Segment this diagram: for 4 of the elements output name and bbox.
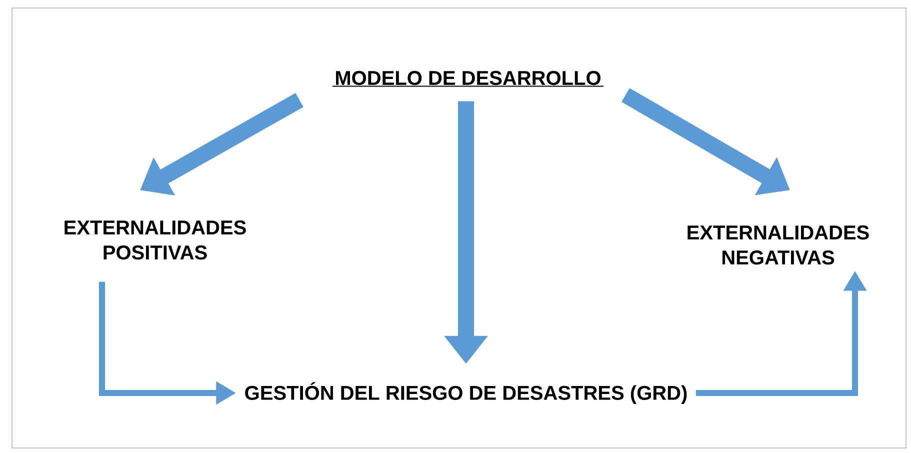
label-text: EXTERNALIDADES NEGATIVAS [688, 225, 869, 265]
label-text: GESTIÓN DEL RIESGO DE DESASTRES (GRD) [245, 382, 687, 404]
label-text: EXTERNALIDADES POSITIVAS [64, 220, 246, 260]
heading: MODELO DE DESARROLLO [336, 70, 600, 86]
